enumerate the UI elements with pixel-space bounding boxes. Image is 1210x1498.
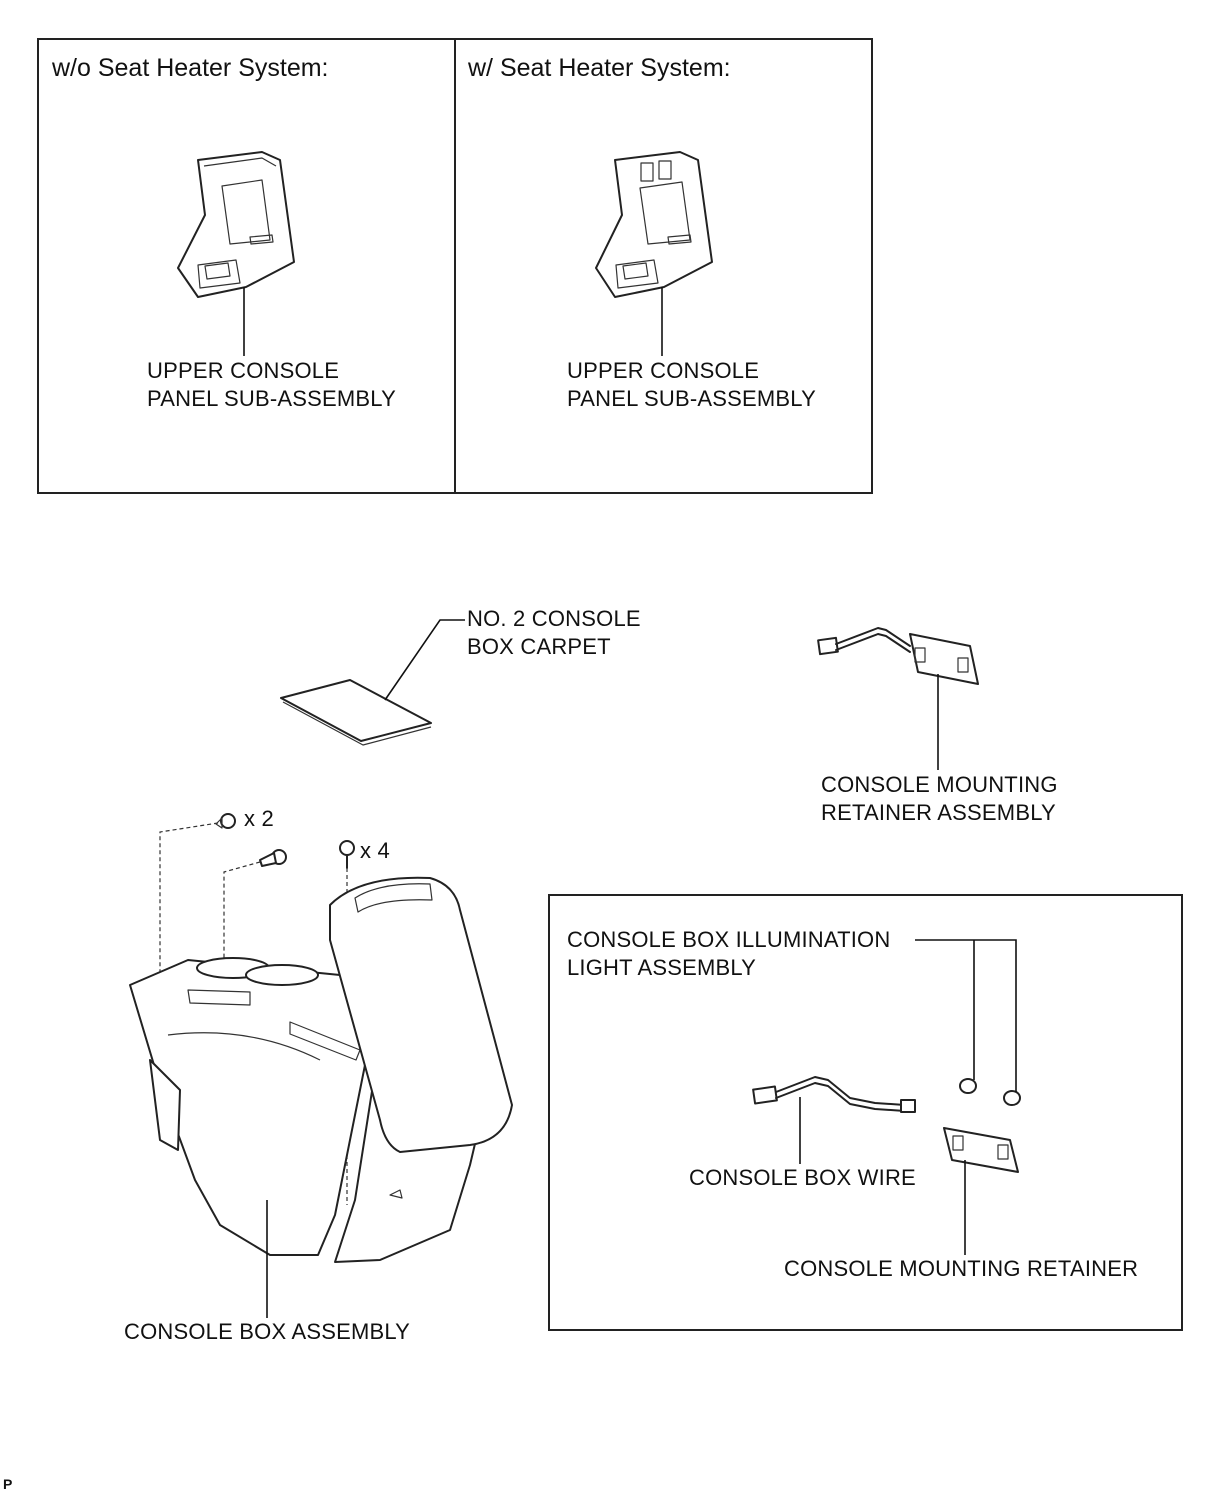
panel-heading-without-seat-heater: w/o Seat Heater System:: [52, 54, 329, 82]
console-box-drawing: [129, 876, 513, 1263]
label-console-mounting-retainer-assembly: CONSOLE MOUNTING RETAINER ASSEMBLY: [821, 772, 1058, 825]
carpet-drawing: [280, 679, 432, 746]
label-upper-console-panel-left: UPPER CONSOLE PANEL SUB-ASSEMBLY: [147, 358, 396, 411]
retainer-assembly-drawing: [817, 627, 979, 685]
panel-with-seat-heater: [454, 38, 873, 494]
corner-mark: P: [3, 1476, 13, 1492]
leader-carpet: [384, 619, 465, 701]
label-console-mounting-retainer: CONSOLE MOUNTING RETAINER: [784, 1256, 1139, 1281]
clip-icon: [215, 813, 236, 829]
illumination-light-icon-1: [959, 1078, 977, 1094]
leader-illumination-light: [915, 939, 1017, 1092]
panel-heading-with-seat-heater: w/ Seat Heater System:: [468, 54, 731, 82]
label-upper-console-panel-right: UPPER CONSOLE PANEL SUB-ASSEMBLY: [567, 358, 816, 411]
label-no2-console-box-carpet: NO. 2 CONSOLE BOX CARPET: [467, 606, 641, 659]
upper-console-panel-without-heater-drawing: [177, 151, 295, 298]
console-box-wire-drawing: [752, 1076, 916, 1113]
console-mounting-retainer-drawing: [943, 1127, 1019, 1173]
bolt-icon: [259, 849, 287, 867]
label-screw-quantity: x 4: [360, 838, 390, 863]
bolt-install-line: [223, 861, 261, 958]
upper-console-panel-with-heater-drawing: [595, 151, 713, 298]
label-console-box-wire: CONSOLE BOX WIRE: [689, 1165, 916, 1190]
clip-install-line: [159, 822, 219, 975]
label-clip-quantity: x 2: [244, 806, 274, 831]
detail-box: [548, 894, 1183, 1331]
screw-icon: [339, 840, 355, 869]
illumination-light-icon-2: [1003, 1090, 1021, 1106]
label-console-box-illumination-light: CONSOLE BOX ILLUMINATION LIGHT ASSEMBLY: [567, 927, 891, 980]
label-console-box-assembly: CONSOLE BOX ASSEMBLY: [124, 1319, 411, 1344]
